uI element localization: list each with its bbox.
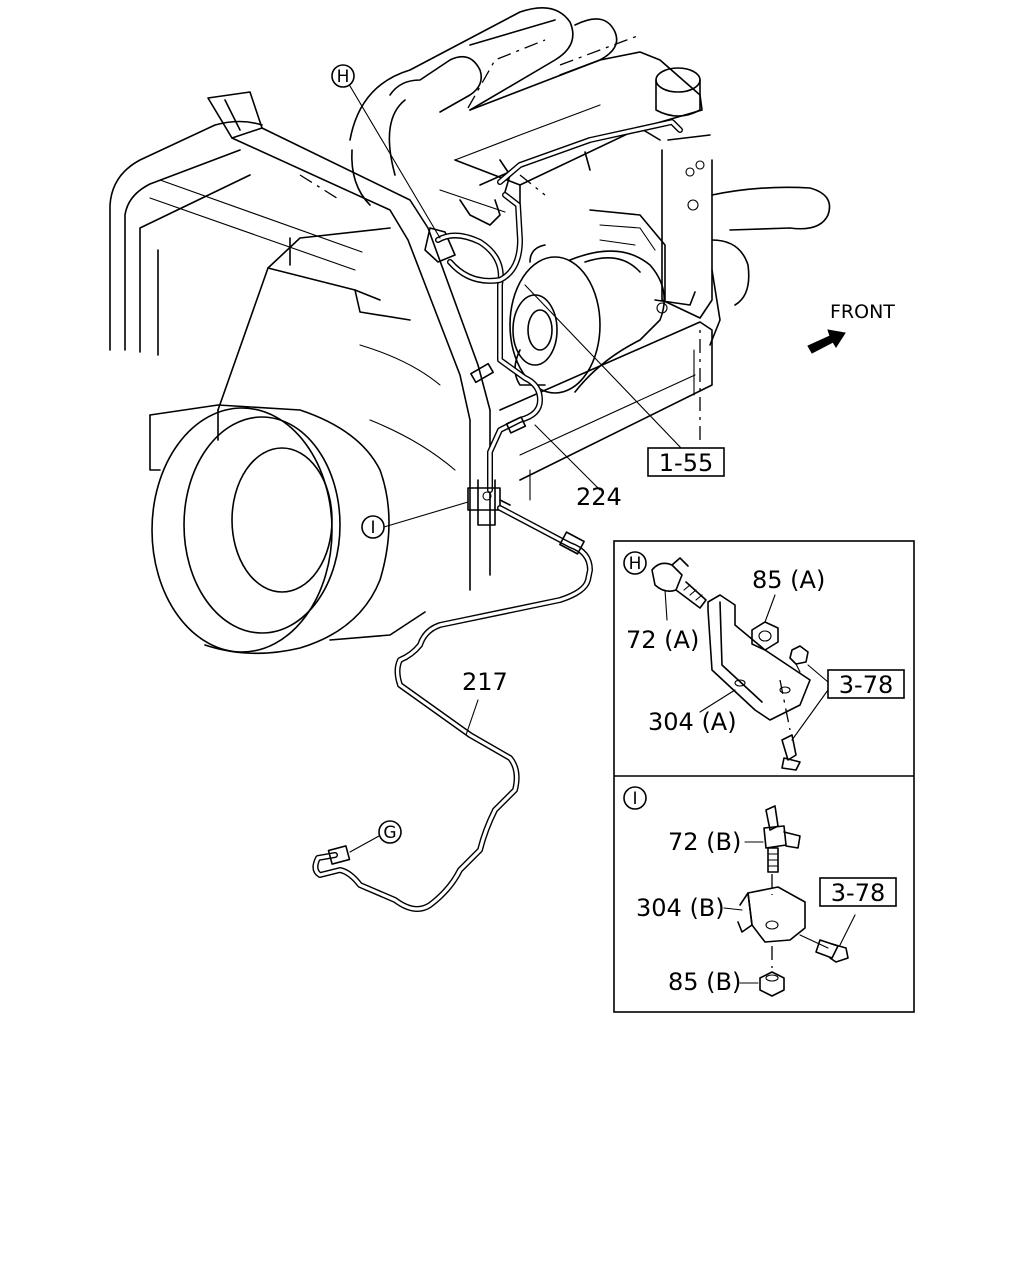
ref-label-3-78-i: 3-78 — [831, 879, 885, 907]
leader-85a — [764, 594, 776, 623]
ref-box-1-55 — [647, 447, 725, 477]
detail-panel — [613, 540, 915, 1013]
front-label: FRONT — [830, 301, 895, 323]
ref-box-3-78-h — [827, 669, 905, 699]
leader-304a — [699, 689, 736, 713]
ref-label-3-78-h: 3-78 — [839, 671, 893, 699]
callout-i-letter: I — [370, 518, 375, 538]
pipe-217 — [312, 505, 593, 912]
leader-72a — [664, 589, 668, 621]
bolt-i-icon — [799, 934, 849, 963]
front-arrow-icon — [807, 329, 846, 354]
bracket-304a-icon — [707, 594, 811, 721]
pipe-224 — [435, 119, 683, 493]
label-72b: 72 (B) — [668, 828, 741, 856]
screw-icon — [781, 734, 801, 771]
callout-i-main: I — [361, 501, 469, 539]
leader-217 — [465, 699, 479, 736]
callout-g-letter: G — [383, 823, 396, 843]
label-304a: 304 (A) — [648, 708, 737, 736]
bracket-304b-icon — [737, 886, 806, 943]
label-304b: 304 (B) — [636, 894, 725, 922]
callout-h-main: H — [331, 64, 441, 239]
leader-1-55 — [524, 284, 683, 450]
bolt-icon — [789, 645, 809, 673]
connector-72b-icon — [763, 805, 801, 873]
label-224: 224 — [576, 483, 622, 511]
nut-85b-icon — [759, 971, 785, 997]
leader-304b — [723, 907, 743, 911]
connector-72a-icon — [651, 557, 707, 609]
tee-fitting-i — [467, 479, 511, 526]
detail-h-letter: H — [629, 554, 642, 574]
leader-3-78-h — [791, 664, 829, 741]
engine-assembly — [109, 6, 831, 655]
label-85b: 85 (B) — [668, 968, 741, 996]
detail-i: I 72 (B) 304 (B) 3-78 — [623, 786, 897, 997]
detail-h: H 72 (A) 304 (A) 85 (A) — [623, 551, 905, 771]
bolt-axis — [779, 679, 791, 731]
label-85a: 85 (A) — [752, 566, 825, 594]
callout-h-letter: H — [337, 67, 350, 87]
detail-i-letter: I — [632, 789, 637, 809]
label-217: 217 — [462, 668, 508, 696]
label-72a: 72 (A) — [626, 626, 699, 654]
leader-3-78-i — [839, 914, 856, 946]
leader-224 — [534, 424, 601, 491]
ref-box-3-78-i — [819, 877, 897, 907]
ref-label-1-55: 1-55 — [659, 449, 713, 477]
callout-g: G — [349, 820, 402, 853]
